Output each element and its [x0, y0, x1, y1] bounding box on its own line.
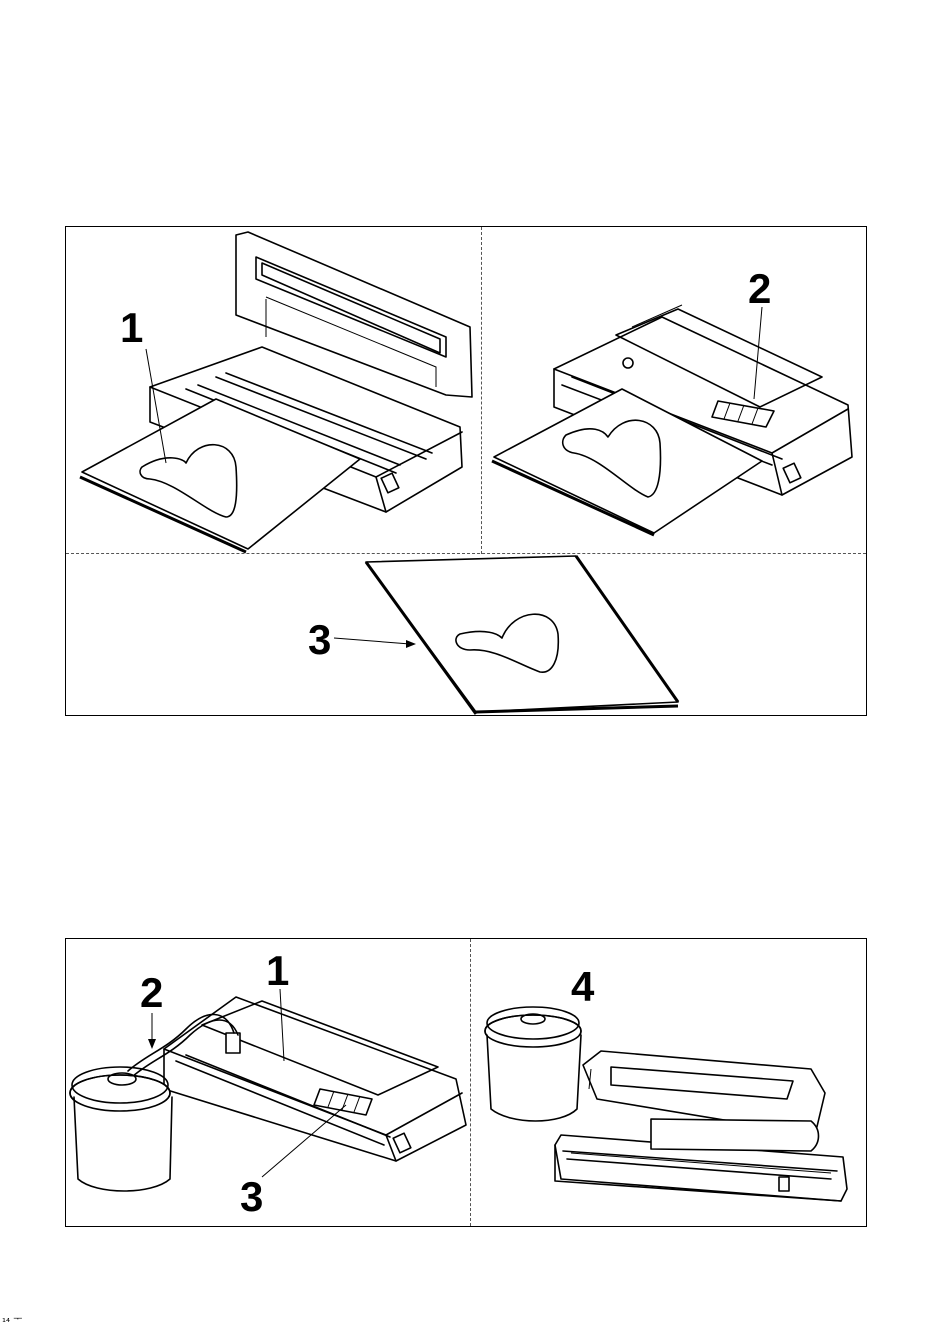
- callout-4: 4: [571, 963, 595, 1010]
- sealed-bag-illustration: 3: [66, 554, 866, 715]
- callout-2: 2: [140, 969, 163, 1016]
- callout-1: 1: [266, 947, 289, 994]
- callout-3: 3: [308, 616, 331, 663]
- open-sealer-with-bag-illustration: 1: [66, 227, 481, 553]
- callout-3: 3: [240, 1173, 263, 1220]
- sealer-with-canister-hose-illustration: 2 1 3: [66, 939, 470, 1226]
- closed-sealer-with-bag-illustration: 2: [482, 227, 866, 553]
- callout-1: 1: [120, 304, 143, 351]
- callout-2: 2: [748, 265, 771, 312]
- open-sealer-with-canister-illustration: 4: [471, 939, 866, 1226]
- footer-mark: ₁₄ ᅮ: [2, 1310, 22, 1325]
